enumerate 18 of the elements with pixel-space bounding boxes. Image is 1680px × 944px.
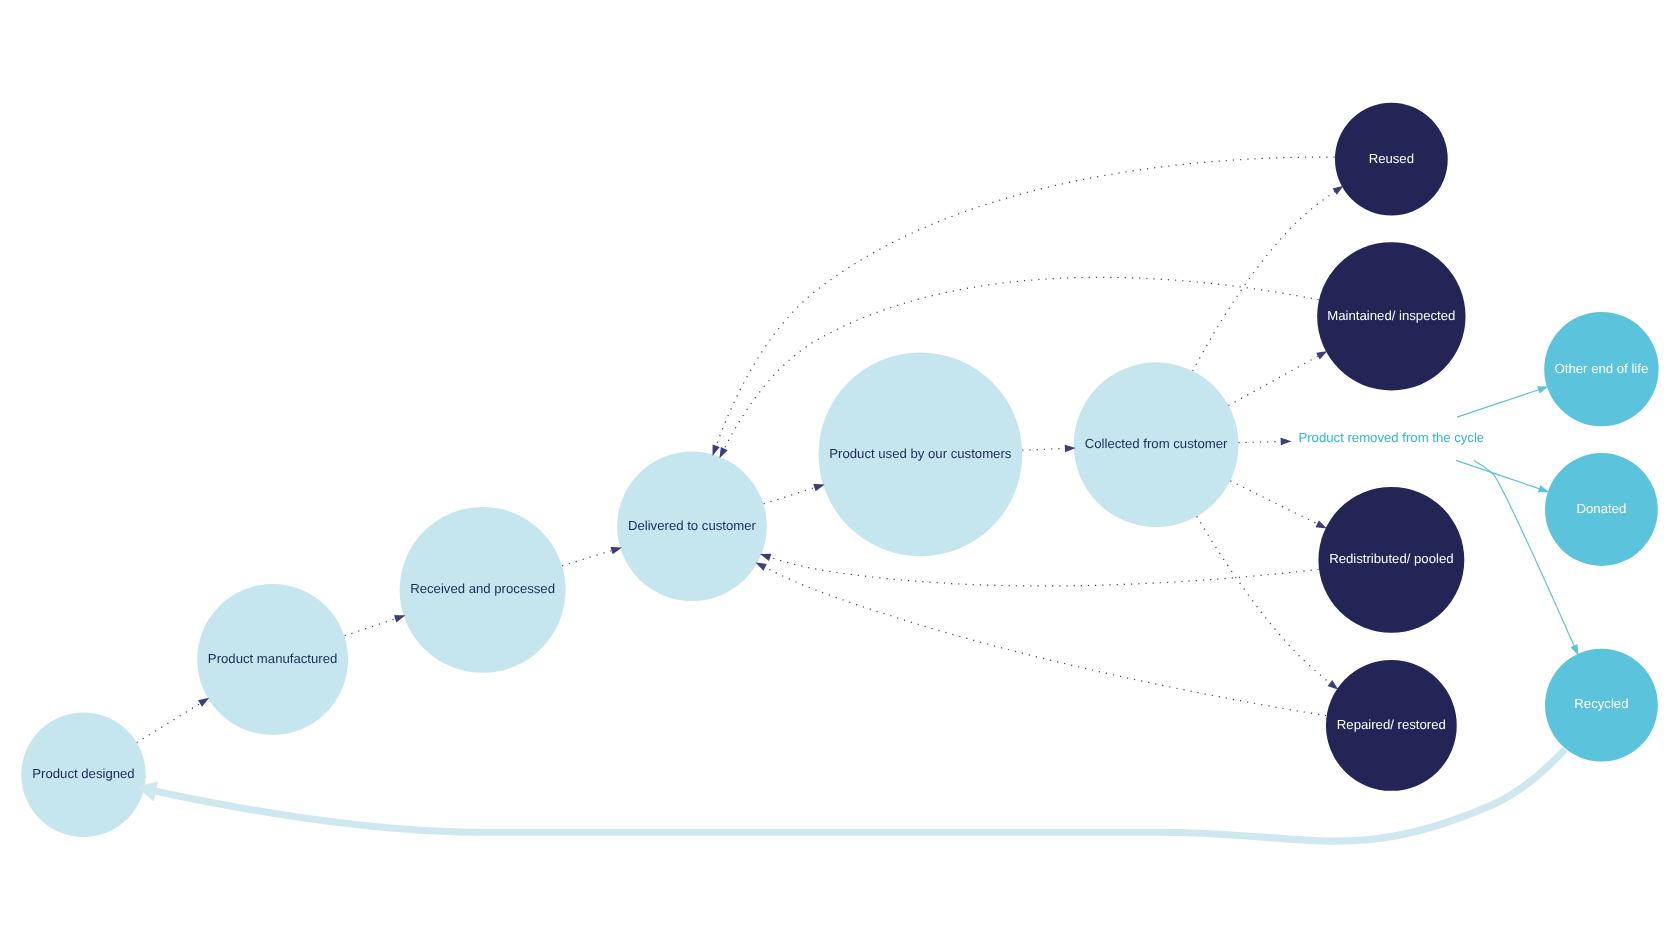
arrow [1229, 480, 1327, 529]
arrow [763, 484, 825, 505]
arrow [136, 746, 1568, 845]
arrow [344, 615, 406, 637]
arrow [136, 697, 210, 744]
arrow [759, 553, 1320, 587]
arrow [1456, 386, 1549, 418]
arrow [1227, 350, 1328, 407]
arrow [1196, 515, 1339, 690]
arrow [561, 547, 622, 567]
arrow [712, 156, 1336, 456]
arrow [719, 276, 1320, 459]
arrow [1473, 459, 1579, 656]
arrow [1021, 444, 1076, 453]
arrow [755, 562, 1327, 717]
arrow [1237, 437, 1292, 446]
arrow [1455, 459, 1550, 493]
arrow [1192, 185, 1344, 372]
